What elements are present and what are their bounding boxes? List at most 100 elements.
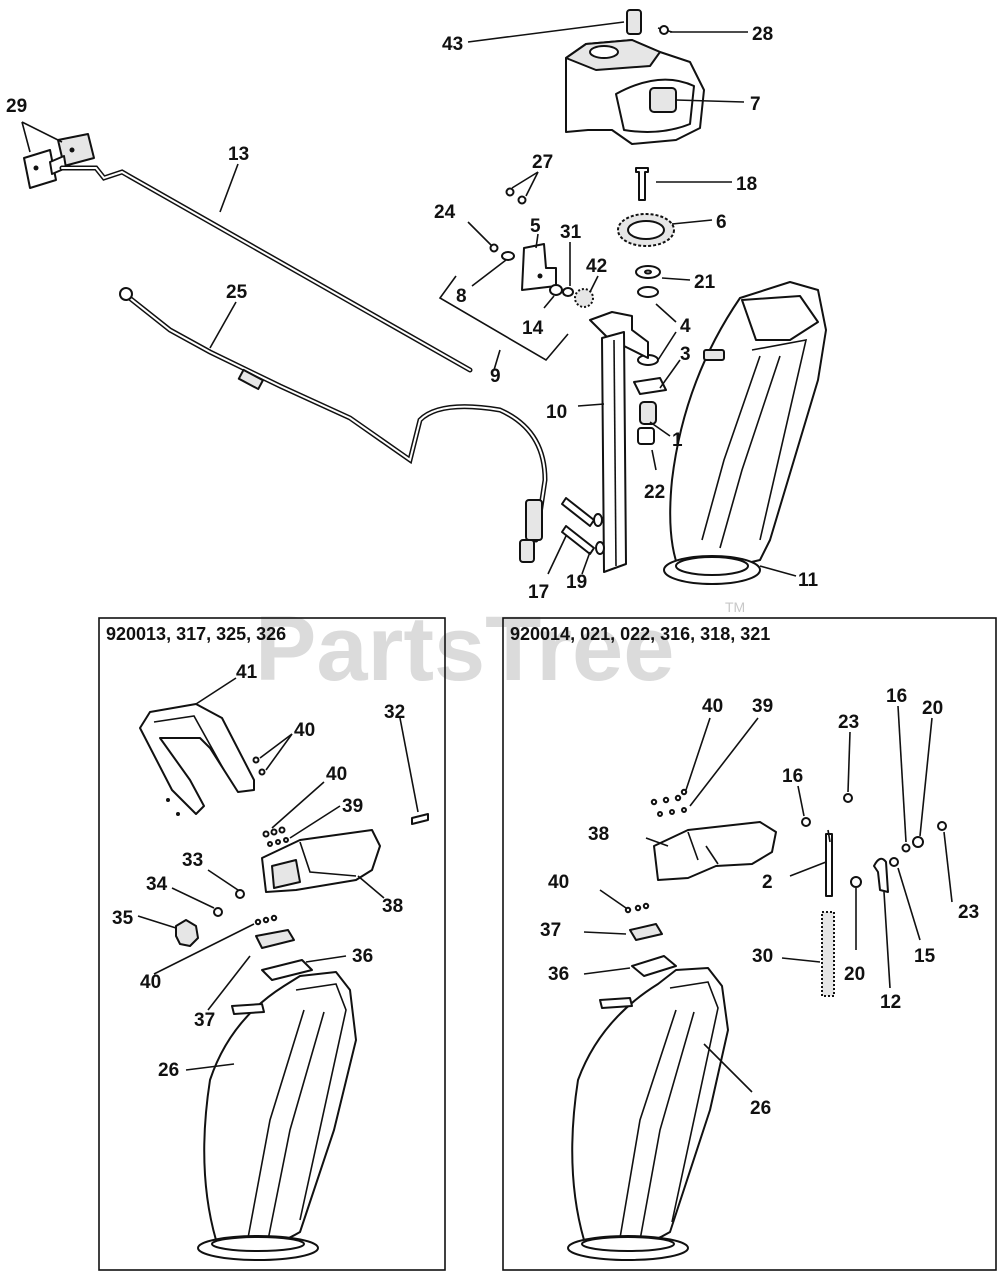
left-leaders bbox=[137, 677, 419, 1071]
right-callout-15: 15 bbox=[914, 946, 936, 967]
right-part-23-nut-a bbox=[843, 793, 853, 803]
callout-29: 29 bbox=[6, 96, 27, 117]
right-callout-40-b: 40 bbox=[548, 872, 569, 893]
callout-27: 27 bbox=[532, 152, 553, 173]
part-42-gear bbox=[574, 288, 594, 308]
watermark-trademark: TM bbox=[725, 599, 745, 615]
right-callout-38: 38 bbox=[588, 824, 609, 845]
callout-1: 1 bbox=[672, 430, 683, 451]
part-22-nut bbox=[637, 427, 655, 445]
callout-8: 8 bbox=[456, 286, 467, 307]
part-9-bracket-leader bbox=[438, 275, 569, 362]
right-hardware-upper bbox=[650, 788, 688, 817]
part-25-cable bbox=[119, 287, 548, 563]
callout-9: 9 bbox=[490, 366, 501, 387]
right-callout-26: 26 bbox=[750, 1098, 771, 1119]
right-callout-23-a: 23 bbox=[838, 712, 859, 733]
right-part-12-bracket bbox=[873, 857, 889, 893]
part-18-bolt bbox=[635, 167, 649, 201]
callout-7: 7 bbox=[750, 94, 761, 115]
right-callout-20-a: 20 bbox=[922, 698, 943, 719]
right-callout-12: 12 bbox=[880, 992, 901, 1013]
part-7-chute-cap bbox=[565, 39, 705, 145]
right-part-15-nut bbox=[889, 857, 899, 867]
right-callout-30: 30 bbox=[752, 946, 773, 967]
left-part-26-chute bbox=[197, 971, 357, 1261]
model-box-left-title: 920013, 317, 325, 326 bbox=[106, 624, 286, 644]
callout-17: 17 bbox=[528, 582, 549, 603]
right-callout-40-a: 40 bbox=[702, 696, 723, 717]
model-box-right-title: 920014, 021, 022, 316, 318, 321 bbox=[510, 624, 770, 644]
part-17-bolts bbox=[561, 497, 595, 555]
left-callout-36: 36 bbox=[352, 946, 373, 967]
callout-25: 25 bbox=[226, 282, 248, 303]
part-10-shaft-bracket bbox=[589, 311, 649, 573]
right-part-23-nut-b bbox=[937, 821, 947, 831]
right-callout-20-b: 20 bbox=[844, 964, 865, 985]
callout-5: 5 bbox=[530, 216, 541, 237]
left-part-37-plate bbox=[254, 914, 295, 949]
left-hardware-33-34-35 bbox=[175, 889, 245, 947]
right-callout-16-b: 16 bbox=[782, 766, 803, 787]
right-part-2-rod bbox=[825, 829, 833, 897]
top-leaders bbox=[21, 21, 797, 577]
part-1-spacer bbox=[639, 401, 657, 425]
right-callout-23-b: 23 bbox=[958, 902, 979, 923]
left-part-41-handle bbox=[139, 703, 255, 816]
part-29-bracket bbox=[23, 133, 95, 189]
right-part-16-nut-a bbox=[801, 817, 811, 827]
part-21-washer bbox=[635, 265, 661, 279]
callout-6: 6 bbox=[716, 212, 727, 233]
right-part-26-chute bbox=[567, 967, 729, 1261]
part-11-chute bbox=[663, 281, 827, 585]
right-part-30-spring bbox=[821, 911, 835, 997]
left-callout-37: 37 bbox=[194, 1010, 215, 1031]
right-part-20-washer-a bbox=[850, 876, 862, 888]
part-8-bushing bbox=[501, 251, 515, 261]
callout-4: 4 bbox=[680, 316, 691, 337]
right-callout-36: 36 bbox=[548, 964, 569, 985]
part-27-screws bbox=[505, 187, 527, 205]
part-13-rod bbox=[59, 165, 473, 373]
left-hardware-upper bbox=[252, 756, 429, 847]
right-callout-39: 39 bbox=[752, 696, 773, 717]
watermark-text: PartsTree bbox=[255, 598, 674, 700]
part-28-screw bbox=[657, 25, 673, 35]
callout-24: 24 bbox=[434, 202, 456, 223]
callout-43: 43 bbox=[442, 34, 463, 55]
left-callout-40-b: 40 bbox=[326, 764, 347, 785]
model-box-right bbox=[502, 617, 997, 1271]
right-leaders bbox=[583, 705, 953, 1093]
callout-10: 10 bbox=[546, 402, 567, 423]
part-3-plate bbox=[633, 377, 667, 395]
callout-22: 22 bbox=[644, 482, 665, 503]
callout-28: 28 bbox=[752, 24, 773, 45]
left-callout-40-a: 40 bbox=[294, 720, 315, 741]
callout-42: 42 bbox=[586, 256, 607, 277]
callout-11: 11 bbox=[798, 570, 819, 591]
left-callout-40-c: 40 bbox=[140, 972, 161, 993]
right-part-16-nut-b bbox=[901, 843, 911, 853]
part-6-gear bbox=[617, 213, 675, 247]
left-callout-34: 34 bbox=[146, 874, 168, 895]
model-box-left bbox=[98, 617, 446, 1271]
callout-21: 21 bbox=[694, 272, 716, 293]
right-part-38-deflector bbox=[653, 821, 777, 881]
left-part-36-gasket bbox=[261, 959, 313, 981]
right-part-36-gasket bbox=[631, 955, 677, 977]
left-callout-33: 33 bbox=[182, 850, 203, 871]
callout-19: 19 bbox=[566, 572, 587, 593]
right-part-20-washer-b bbox=[912, 836, 924, 848]
left-callout-26: 26 bbox=[158, 1060, 179, 1081]
callout-3: 3 bbox=[680, 344, 691, 365]
left-callout-39: 39 bbox=[342, 796, 363, 817]
callout-14: 14 bbox=[522, 318, 544, 339]
part-31-washer bbox=[562, 287, 574, 297]
part-14-washer bbox=[549, 284, 563, 296]
part-43-bolt bbox=[626, 9, 642, 35]
left-callout-41: 41 bbox=[236, 662, 258, 683]
part-24-pin bbox=[489, 243, 499, 253]
callout-13: 13 bbox=[228, 144, 249, 165]
left-part-38-deflector bbox=[261, 829, 381, 893]
